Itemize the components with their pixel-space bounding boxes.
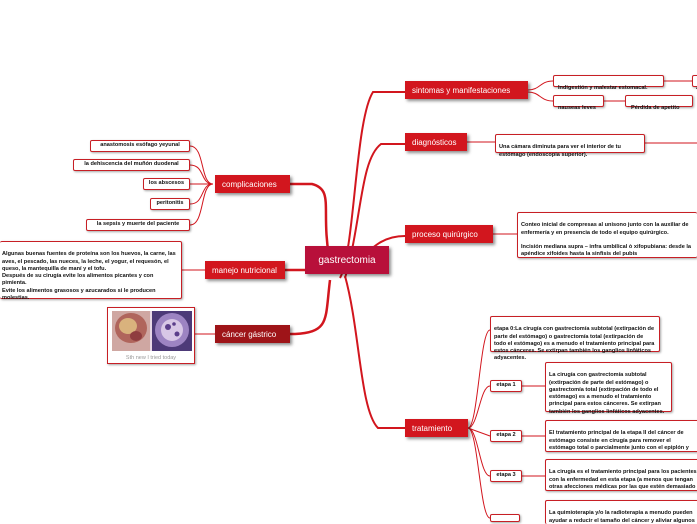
node-indigestion-label: Indigestión y malestar estomacal. bbox=[558, 85, 648, 92]
topic-complicaciones-label: complicaciones bbox=[222, 179, 277, 189]
node-etapa2-text: El tratamiento principal de la etapa II … bbox=[549, 430, 689, 451]
etapa2-label-text: etapa 2 bbox=[496, 432, 516, 439]
topic-diagnosticos[interactable]: diagnósticos bbox=[405, 133, 467, 151]
node-nutricional-texto-label: Algunas buenas fuentes de proteína son l… bbox=[2, 251, 176, 301]
node-proceso-detalle[interactable]: Conteo inicial de compresas al unisono j… bbox=[517, 212, 697, 258]
node-endoscopia[interactable]: Una cámara diminuta para ver el interior… bbox=[495, 134, 645, 158]
cancer-image-caption: Sth new I tried today bbox=[125, 355, 177, 361]
etapa3-label-text: etapa 3 bbox=[496, 472, 516, 479]
topic-tratamiento[interactable]: tratamiento bbox=[405, 419, 468, 437]
topic-sintomas-label: sintomas y manifestaciones bbox=[412, 85, 511, 95]
central-topic[interactable]: gastrectomia bbox=[305, 246, 389, 274]
node-etapa2-label[interactable]: etapa 2 bbox=[490, 430, 522, 442]
node-perdida-apetito-label: Pérdida de apetito bbox=[631, 105, 680, 112]
topic-cancer-label: cáncer gástrico bbox=[222, 329, 277, 339]
node-nutricional-texto[interactable]: Algunas buenas fuentes de proteína son l… bbox=[0, 241, 182, 301]
complicacion-abscesos-label: los abscesos bbox=[148, 180, 185, 187]
node-nauseas-label: nauseas leves bbox=[558, 105, 596, 112]
topic-proceso[interactable]: proceso quirúrgico bbox=[405, 225, 493, 243]
node-etapa1[interactable]: La cirugía con gastrectomía subtotal (ex… bbox=[545, 362, 672, 415]
topic-diagnosticos-label: diagnósticos bbox=[412, 137, 457, 147]
node-complicacion-abscesos[interactable]: los abscesos bbox=[143, 178, 190, 190]
node-perdida-apetito[interactable]: Pérdida de apetito bbox=[625, 95, 693, 111]
node-complicacion-peritonitis[interactable]: peritonitis bbox=[150, 198, 190, 210]
topic-proceso-label: proceso quirúrgico bbox=[412, 229, 478, 239]
central-topic-label: gastrectomia bbox=[318, 254, 376, 266]
etapa1-label-text: etapa 1 bbox=[496, 382, 516, 389]
node-complicacion-sepsis[interactable]: la sepsis y muerte del paciente bbox=[86, 219, 190, 231]
node-etapa2[interactable]: El tratamiento principal de la etapa II … bbox=[545, 420, 697, 452]
node-etapa3[interactable]: La cirugía es el tratamiento principal p… bbox=[545, 459, 697, 491]
node-nauseas[interactable]: nauseas leves bbox=[553, 95, 604, 111]
complicacion-anastomosis-label: anastomosis esófago yeyunal bbox=[100, 142, 180, 149]
node-indigestion[interactable]: Indigestión y malestar estomacal. bbox=[553, 75, 664, 91]
node-endoscopia-label: Una cámara diminuta para ver el interior… bbox=[499, 144, 621, 158]
topic-cancer[interactable]: cáncer gástrico bbox=[215, 325, 290, 343]
node-etapa4-label[interactable] bbox=[490, 514, 520, 522]
stomach-histology-image bbox=[112, 311, 192, 351]
node-etapa1-label[interactable]: etapa 1 bbox=[490, 380, 522, 392]
node-proceso-detalle-label: Conteo inicial de compresas al unisono j… bbox=[521, 222, 692, 258]
node-cancer-imagen[interactable]: Sth new I tried today bbox=[107, 307, 195, 364]
node-etapa4-text: La quimioterapia y/o la radioterapia a m… bbox=[549, 510, 695, 524]
node-complicacion-dehiscencia[interactable]: la dehiscencia del muñón duodenal bbox=[73, 159, 190, 171]
topic-tratamiento-label: tratamiento bbox=[412, 423, 453, 433]
topic-nutricional-label: manejo nutricional bbox=[212, 265, 277, 275]
node-etapa1-text: La cirugía con gastrectomía subtotal (ex… bbox=[549, 372, 665, 415]
node-indigestion-child[interactable]: A bbox=[692, 75, 697, 91]
node-complicacion-anastomosis[interactable]: anastomosis esófago yeyunal bbox=[90, 140, 190, 152]
topic-complicaciones[interactable]: complicaciones bbox=[215, 175, 290, 193]
complicacion-peritonitis-label: peritonitis bbox=[156, 200, 184, 207]
node-etapa0[interactable]: etapa 0:La cirugía con gastrectomía subt… bbox=[490, 316, 660, 361]
node-etapa3-text: La cirugía es el tratamiento principal p… bbox=[549, 469, 697, 490]
node-etapa4[interactable]: La quimioterapia y/o la radioterapia a m… bbox=[545, 500, 697, 524]
topic-sintomas[interactable]: sintomas y manifestaciones bbox=[405, 81, 528, 99]
complicacion-sepsis-label: la sepsis y muerte del paciente bbox=[96, 221, 180, 228]
topic-nutricional[interactable]: manejo nutricional bbox=[205, 261, 285, 279]
complicacion-dehiscencia-label: la dehiscencia del muñón duodenal bbox=[84, 161, 179, 168]
node-etapa0-label: etapa 0:La cirugía con gastrectomía subt… bbox=[494, 326, 655, 362]
node-etapa3-label[interactable]: etapa 3 bbox=[490, 470, 522, 482]
